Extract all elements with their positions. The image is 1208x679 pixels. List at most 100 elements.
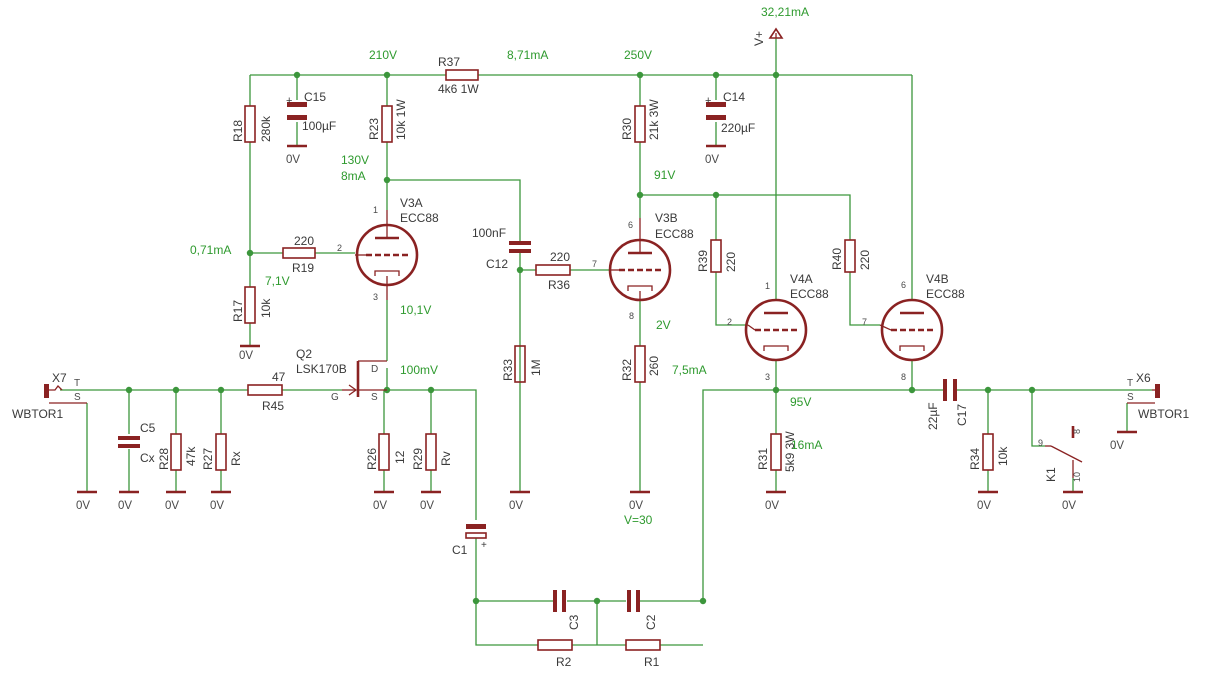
c5-name: C5 [140, 421, 156, 435]
resistor-r45: 47 R45 [247, 370, 286, 413]
connector-x7: X7 WBTOR1 T S [12, 371, 87, 421]
svg-text:8: 8 [1072, 429, 1082, 434]
x6-name: X6 [1136, 371, 1151, 385]
v3a-name: V3A [400, 196, 423, 210]
c17-value: 22µF [926, 402, 940, 430]
r30-value: 21k 3W [647, 99, 661, 140]
net-95v: 95V [790, 395, 811, 409]
capacitor-c14: + C14 220µF [705, 90, 755, 135]
r1-name: R1 [644, 655, 660, 669]
r29-value: Rv [439, 451, 453, 466]
r17-value: 10k [259, 298, 273, 318]
svg-text:T: T [1127, 378, 1133, 389]
resistor-r29: R29 Rv [411, 433, 453, 471]
q2-name: Q2 [296, 347, 312, 361]
r36-value: 220 [550, 250, 570, 264]
r32-name: R32 [620, 359, 634, 381]
r18-name: R18 [231, 120, 245, 142]
svg-text:+: + [705, 95, 711, 107]
r31-value: 5k9 3W [783, 431, 797, 472]
svg-text:S: S [371, 392, 378, 403]
c3-name: C3 [567, 614, 581, 630]
wires [60, 38, 1152, 646]
ground-label: 0V [210, 500, 224, 512]
c12-name: C12 [486, 257, 508, 271]
c15-value: 100µF [302, 119, 336, 133]
c17-name: C17 [955, 404, 969, 426]
svg-text:9: 9 [1038, 438, 1043, 448]
r30-name: R30 [620, 118, 634, 140]
c2-name: C2 [644, 614, 658, 630]
capacitor-c12: 100nF C12 [472, 226, 531, 271]
r23-value: 10k 1W [394, 99, 408, 140]
svg-text:+: + [481, 540, 487, 551]
net-v30: V=30 [624, 513, 653, 527]
resistor-r40: R40 220 [830, 239, 872, 273]
ground-label: 0V [977, 500, 991, 512]
net-210v: 210V [369, 48, 397, 62]
x7-name: X7 [52, 371, 67, 385]
r27-name: R27 [201, 448, 215, 470]
q2-value: LSK170B [296, 362, 347, 376]
ground-label: 0V [373, 500, 387, 512]
net-2v: 2V [656, 318, 671, 332]
resistor-r28: R28 47k [157, 433, 198, 471]
resistor-r30: R30 21k 3W [620, 99, 661, 143]
tube-v4b: V4B ECC88 6 7 8 [862, 272, 965, 382]
r45-name: R45 [262, 399, 284, 413]
capacitor-c3: C3 [553, 590, 581, 630]
resistor-r1: R1 [625, 639, 661, 669]
ground-label: 0V [1062, 500, 1076, 512]
r19-value: 220 [294, 234, 314, 248]
svg-text:6: 6 [628, 220, 633, 230]
capacitor-c1: + C1 [452, 524, 487, 557]
r40-value: 220 [858, 250, 872, 270]
c5-value: Cx [140, 451, 155, 465]
v4a-value: ECC88 [790, 287, 829, 301]
r34-name: R34 [968, 448, 982, 470]
r34-value: 10k [996, 446, 1010, 466]
resistor-r36: 220 R36 [535, 250, 571, 292]
resistor-r2: R2 [537, 639, 573, 669]
net-16ma: 16mA [791, 438, 822, 452]
svg-text:+: + [286, 95, 292, 107]
svg-text:3: 3 [765, 372, 770, 382]
v4b-value: ECC88 [926, 287, 965, 301]
ground-label: 0V [420, 500, 434, 512]
v3b-name: V3B [655, 211, 678, 225]
r23-name: R23 [367, 118, 381, 140]
net-8ma: 8mA [341, 169, 366, 183]
svg-text:7: 7 [862, 317, 867, 327]
v4b-name: V4B [926, 272, 949, 286]
capacitor-c5: C5 Cx [118, 421, 156, 465]
svg-text:G: G [331, 392, 339, 403]
net-91v: 91V [654, 168, 675, 182]
resistor-r19: 220 R19 [282, 234, 316, 275]
jfet-q2: Q2 LSK170B D S G [296, 347, 387, 403]
c12-value: 100nF [472, 226, 506, 240]
supply-name: V+ [752, 31, 766, 46]
resistor-r23: R23 10k 1W [367, 99, 408, 143]
r19-name: R19 [292, 261, 314, 275]
tube-v3b: V3B ECC88 6 7 8 [592, 211, 694, 321]
r2-name: R2 [556, 655, 572, 669]
r27-value: Rx [229, 451, 243, 466]
svg-text:S: S [74, 392, 81, 403]
ground-label: 0V [118, 500, 132, 512]
capacitor-c17: 22µF C17 [926, 379, 969, 430]
capacitor-c15: + C15 100µF [286, 90, 336, 133]
r40-name: R40 [830, 248, 844, 270]
r37-value: 4k6 1W [438, 82, 479, 96]
r32-value: 260 [647, 356, 661, 376]
connector-x6: X6 WBTOR1 T S [1127, 371, 1189, 421]
svg-text:6: 6 [901, 280, 906, 290]
r39-value: 220 [724, 252, 738, 272]
r17-name: R17 [231, 300, 245, 322]
ground-symbols [77, 144, 1137, 494]
net-250v: 250V [624, 48, 652, 62]
net-130v: 130V [341, 153, 369, 167]
junctions [125, 71, 1036, 605]
ground-label: 0V [705, 154, 719, 166]
r28-name: R28 [157, 448, 171, 470]
